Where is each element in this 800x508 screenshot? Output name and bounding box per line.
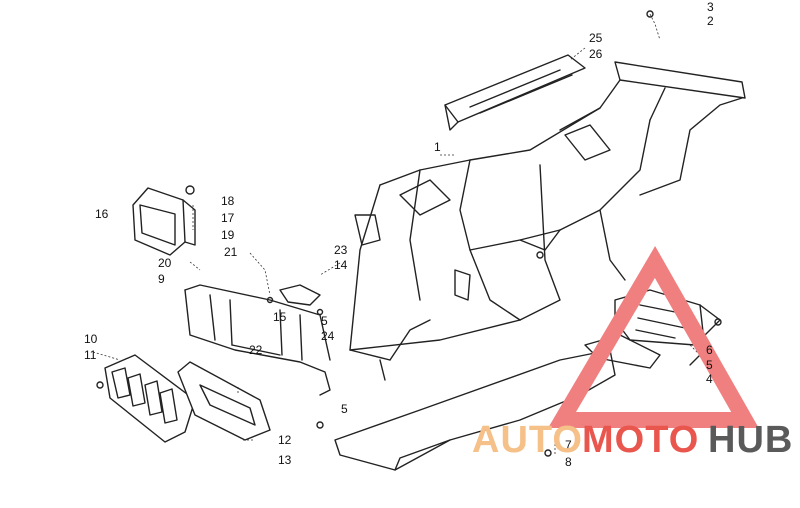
callout-21: 21 (224, 245, 238, 259)
front-plate (104, 354, 196, 443)
callout-3: 3 (707, 0, 714, 14)
bolt-11 (96, 381, 104, 389)
watermark-hub: HUB (708, 419, 794, 461)
bolt-18 (185, 185, 195, 195)
callout-23: 23 (334, 243, 348, 257)
callout-6: 6 (706, 343, 713, 357)
watermark-triangle (548, 246, 759, 428)
callout-18: 18 (221, 194, 235, 208)
callout-5-footrest: 5 (706, 358, 713, 372)
callout-16: 16 (95, 207, 109, 221)
callout-26: 26 (589, 47, 603, 61)
skid-plate (177, 361, 271, 441)
bolt-7 (544, 449, 552, 457)
bolt-24 (316, 308, 324, 316)
callout-5-bracket: 5 (321, 314, 328, 328)
bolt-frame (536, 251, 544, 259)
callout-24: 24 (321, 329, 335, 343)
heat-shield (444, 54, 586, 131)
callout-1: 1 (434, 140, 441, 154)
callout-20: 20 (158, 256, 172, 270)
bolt-5 (316, 421, 324, 429)
bolt-21 (266, 296, 274, 304)
callout-9: 9 (158, 272, 165, 286)
mount-bracket (279, 284, 321, 306)
callout-19: 19 (221, 228, 235, 242)
callout-17: 17 (221, 211, 235, 225)
watermark-auto: AUTO (472, 419, 583, 461)
leader-lines (92, 13, 701, 455)
callout-5-plate: 5 (341, 402, 348, 416)
callout-11: 11 (84, 348, 97, 362)
callout-25: 25 (589, 31, 603, 45)
callout-22: 22 (249, 343, 263, 357)
callout-14: 14 (334, 258, 348, 272)
callout-12: 12 (278, 433, 292, 447)
main-frame (349, 61, 746, 381)
callout-2: 2 (707, 14, 714, 28)
callout-10: 10 (84, 332, 98, 346)
bolt-3 (646, 10, 654, 18)
callout-8: 8 (565, 455, 572, 469)
bolt-6 (714, 318, 722, 326)
front-bumper (184, 284, 331, 396)
callout-7: 7 (565, 438, 572, 452)
callout-15: 15 (273, 310, 287, 324)
callout-4: 4 (706, 372, 713, 386)
watermark-moto: MOTO (582, 419, 700, 461)
callout-13: 13 (278, 453, 292, 467)
headlight (132, 187, 196, 256)
